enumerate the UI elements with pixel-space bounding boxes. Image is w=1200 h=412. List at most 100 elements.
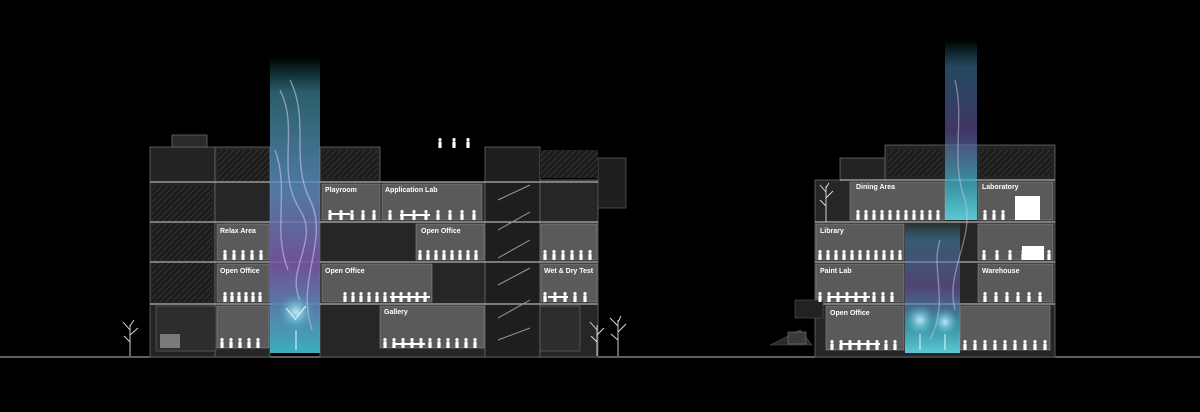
person-figure (982, 250, 986, 260)
person-figure (458, 250, 462, 260)
person-figure (247, 338, 251, 348)
person-figure (888, 210, 892, 220)
person-figure (1013, 340, 1017, 350)
person-figure (588, 250, 592, 260)
table-shape (395, 343, 425, 345)
person-figure (1043, 340, 1047, 350)
person-figure (474, 250, 478, 260)
person-figure (428, 338, 432, 348)
person-figure (1016, 292, 1020, 302)
person-figure (250, 250, 254, 260)
person-figure (350, 210, 354, 220)
person-figure (446, 338, 450, 348)
room-label-application-lab: Application Lab (385, 187, 438, 194)
room-label-open-office: Open Office (830, 310, 870, 317)
person-figure (983, 340, 987, 350)
person-figure (896, 210, 900, 220)
room-label-relax-area: Relax Area (220, 228, 256, 235)
person-figure (995, 250, 999, 260)
person-figure (220, 338, 224, 348)
person-figure (890, 250, 894, 260)
lab-cabinet (1015, 196, 1040, 220)
person-figure (367, 292, 371, 302)
room-label-laboratory: Laboratory (982, 184, 1019, 191)
person-figure (827, 292, 831, 302)
person-figure (912, 210, 916, 220)
room-label-gallery: Gallery (384, 309, 408, 316)
room-label-warehouse: Warehouse (982, 268, 1020, 275)
person-figure (818, 250, 822, 260)
atrium-beam-b (945, 40, 977, 220)
person-figure (1027, 292, 1031, 302)
person-figure (466, 250, 470, 260)
person-figure (994, 292, 998, 302)
person-figure (466, 138, 470, 148)
person-figure (259, 250, 263, 260)
person-figure (448, 210, 452, 220)
person-figure (375, 292, 379, 302)
person-figure (238, 338, 242, 348)
person-figure (826, 250, 830, 260)
person-figure (992, 210, 996, 220)
person-figure (343, 292, 347, 302)
person-figure (858, 250, 862, 260)
person-figure (857, 340, 861, 350)
person-figure (842, 250, 846, 260)
section-a (122, 57, 627, 358)
person-figure (230, 292, 234, 302)
person-figure (452, 138, 456, 148)
person-figure (418, 250, 422, 260)
person-figure (983, 292, 987, 302)
person-figure (850, 250, 854, 260)
person-figure (1047, 250, 1051, 260)
room-label-playroom: Playroom (325, 187, 357, 194)
room-label-dining-area: Dining Area (856, 184, 895, 191)
person-figure (973, 340, 977, 350)
person-figure (455, 338, 459, 348)
room-label-library: Library (820, 228, 844, 235)
person-figure (472, 210, 476, 220)
room-label-open-office: Open Office (220, 268, 260, 275)
person-figure (437, 338, 441, 348)
person-figure (874, 250, 878, 260)
person-figure (339, 210, 343, 220)
table-shape (390, 296, 430, 298)
person-figure (834, 250, 838, 260)
person-figure (436, 210, 440, 220)
person-figure (383, 338, 387, 348)
person-figure (920, 210, 924, 220)
person-figure (237, 292, 241, 302)
person-figure (570, 250, 574, 260)
person-figure (1008, 250, 1012, 260)
person-figure (251, 292, 255, 302)
room-label-paint-lab: Paint Lab (820, 268, 852, 275)
person-figure (223, 292, 227, 302)
person-figure (882, 250, 886, 260)
person-figure (881, 292, 885, 302)
person-figure (880, 210, 884, 220)
person-figure (993, 340, 997, 350)
person-figure (258, 292, 262, 302)
section-b (769, 40, 1056, 358)
person-figure (361, 210, 365, 220)
person-figure (426, 250, 430, 260)
person-figure (328, 210, 332, 220)
section-a-labels: Relax Area Open Office Playroom Applicat… (220, 187, 594, 316)
person-figure (875, 340, 879, 350)
person-figure (583, 292, 587, 302)
person-figure (839, 340, 843, 350)
person-figure (388, 210, 392, 220)
person-figure (232, 250, 236, 260)
person-figure (351, 292, 355, 302)
table-shape (400, 214, 430, 216)
person-figure (450, 250, 454, 260)
person-figure (543, 250, 547, 260)
people-figures-b (818, 196, 1051, 350)
room-label-open-office: Open Office (325, 268, 365, 275)
person-figure (434, 250, 438, 260)
person-figure (383, 292, 387, 302)
person-figure (866, 250, 870, 260)
person-figure (372, 210, 376, 220)
person-figure (442, 250, 446, 260)
person-figure (543, 292, 547, 302)
